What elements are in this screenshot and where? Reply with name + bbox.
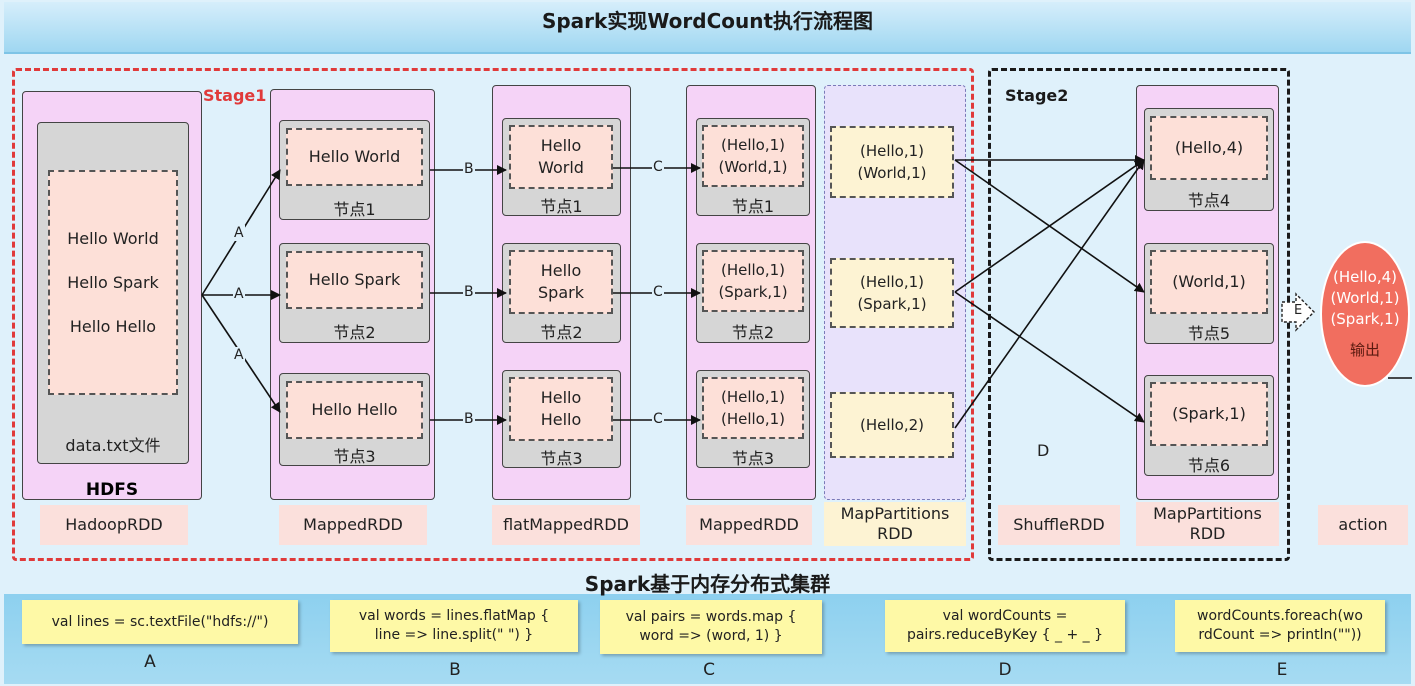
edge-label-a1: A xyxy=(233,225,245,241)
mapped-node-1-label: 节点1 xyxy=(333,200,376,219)
result-node-1-content: (Hello,4) xyxy=(1150,116,1268,180)
code-note-a: val lines = sc.textFile("hdfs://") xyxy=(22,600,298,644)
arrow-e xyxy=(1281,292,1315,332)
mapped-node-1-content: Hello World xyxy=(286,128,423,186)
mapped-node-2-label: 节点2 xyxy=(333,323,376,342)
stage1-box xyxy=(12,68,974,561)
edge-label-c3: C xyxy=(652,411,664,427)
diagram-title: Spark实现WordCount执行流程图 xyxy=(4,2,1411,54)
arrow-d-5 xyxy=(954,159,1145,429)
mappart-node-2: (Hello,1) (Spark,1) xyxy=(830,258,954,328)
pair-node-2-content: (Hello,1) (Spark,1) xyxy=(702,250,804,312)
output-oval: (Hello,4) (World,1) (Spark,1) 输出 xyxy=(1320,241,1410,387)
stage1-label: Stage1 xyxy=(203,86,267,105)
code-letter-d: D xyxy=(998,660,1012,680)
result-node-3-content: (Spark,1) xyxy=(1150,382,1268,446)
pair-node-3-label: 节点3 xyxy=(731,449,775,468)
output-label: 输出 xyxy=(1349,341,1380,359)
flat-node-3-label: 节点3 xyxy=(540,449,583,468)
code-note-b: val words = lines.flatMap { line => line… xyxy=(330,600,578,652)
rdd-label-action: action xyxy=(1318,505,1408,545)
rdd-label-mapped2: MappedRDD xyxy=(686,505,812,545)
pair-node-1-content: (Hello,1) (World,1) xyxy=(702,125,804,187)
mappart-node-1: (Hello,1) (World,1) xyxy=(830,126,954,198)
edge-label-b2: B xyxy=(463,284,475,300)
arrow-d-4 xyxy=(954,291,1145,423)
rdd-label-flat: flatMappedRDD xyxy=(492,505,640,545)
rdd-label-mapped1: MappedRDD xyxy=(279,505,427,545)
edge-label-b1: B xyxy=(463,161,475,177)
flat-node-2-content: Hello Spark xyxy=(509,250,613,314)
result-node-2-label: 节点5 xyxy=(1187,324,1231,343)
output-line-3: (Spark,1) xyxy=(1330,310,1400,328)
result-node-1-label: 节点4 xyxy=(1187,191,1231,210)
code-letter-b: B xyxy=(449,660,461,680)
mappart-node-3: (Hello,2) xyxy=(830,392,954,458)
cluster-title: Spark基于内存分布式集群 xyxy=(584,572,831,596)
rdd-label-shuffle: ShuffleRDD xyxy=(998,505,1120,545)
code-letter-c: C xyxy=(703,660,715,680)
mapped-node-2-content: Hello Spark xyxy=(286,251,423,309)
edge-label-a2: A xyxy=(233,286,245,302)
edge-label-b3: B xyxy=(463,411,475,427)
edge-label-c1: C xyxy=(652,159,664,175)
pair-node-3-content: (Hello,1) (Hello,1) xyxy=(702,377,804,439)
mapped-node-3-label: 节点3 xyxy=(333,447,376,466)
code-letter-a: A xyxy=(144,652,156,672)
rdd-label-result: MapPartitions RDD xyxy=(1136,502,1279,546)
output-line-1: (Hello,4) xyxy=(1332,268,1398,286)
result-node-2-content: (World,1) xyxy=(1150,250,1268,314)
output-line-2: (World,1) xyxy=(1330,289,1400,307)
rdd-label-hadoop: HadoopRDD xyxy=(40,505,188,545)
mapped-node-3-content: Hello Hello xyxy=(286,381,423,439)
pair-node-1-label: 节点1 xyxy=(731,197,775,216)
edge-label-a3: A xyxy=(233,347,245,363)
flat-node-2-label: 节点2 xyxy=(540,323,583,342)
code-note-d: val wordCounts = pairs.reduceByKey { _ +… xyxy=(885,600,1125,652)
code-note-e: wordCounts.foreach(wo rdCount => println… xyxy=(1175,600,1385,652)
edge-label-d: D xyxy=(1037,441,1050,460)
flat-node-1-label: 节点1 xyxy=(540,197,583,216)
flat-node-1-content: Hello World xyxy=(509,125,613,189)
pair-node-2-label: 节点2 xyxy=(731,323,775,342)
hdfs-file-content: Hello World Hello Spark Hello Hello xyxy=(48,170,178,395)
code-note-c: val pairs = words.map { word => (word, 1… xyxy=(600,600,822,654)
result-node-3-label: 节点6 xyxy=(1187,456,1231,475)
stage2-label: Stage2 xyxy=(1005,86,1069,105)
hdfs-label: HDFS xyxy=(85,480,139,500)
flat-node-3-content: Hello Hello xyxy=(509,377,613,441)
edge-label-e: E xyxy=(1294,303,1303,318)
hdfs-file-label: data.txt文件 xyxy=(65,436,161,455)
rdd-label-mappart: MapPartitions RDD xyxy=(824,502,966,546)
edge-label-c2: C xyxy=(652,284,664,300)
arrow-d-3 xyxy=(954,159,1145,293)
code-letter-e: E xyxy=(1276,660,1288,680)
